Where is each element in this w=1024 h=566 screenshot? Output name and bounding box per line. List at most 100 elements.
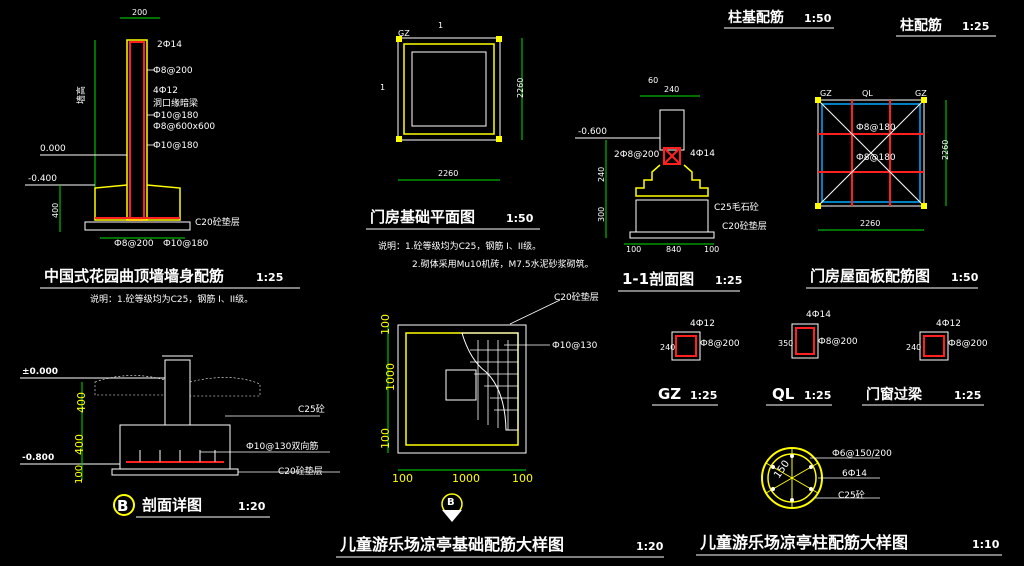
pav-dim-h-100b: 100 [512,472,533,485]
sec-rebar-1: 2Ф8@200 [614,150,660,160]
ql-title: QL [772,385,795,403]
roof-gz-2: GZ [915,89,927,98]
detail-level-0: ±0.000 [22,367,58,377]
sec-c25-label: C25毛石砼 [714,201,759,213]
ql-stirrup: Ф8@200 [818,337,858,347]
detail-dim-400b: 400 [73,434,86,455]
dim-200: 200 [132,8,147,17]
pav-dim-v-1000: 1000 [384,363,397,391]
wall-rebar-6: Ф10@180 [153,141,199,151]
detail-c25: C25砼 [298,403,325,415]
pav-b-marker: B [447,497,455,508]
wall-rebar-5: Ф8@600x600 [153,122,215,132]
detail-dim-100: 100 [74,465,85,484]
lintel-scale: 1:25 [954,389,981,402]
gate-cut-1-top: 1 [438,21,443,30]
sec-dim-840: 840 [666,245,681,254]
detail-dim-400: 400 [75,392,88,413]
gate-dim-horizontal: 2260 [438,169,458,178]
pcol-main-rebar: 6Ф14 [842,469,867,479]
pav-dim-h-100: 100 [392,472,413,485]
sec-level: -0.600 [578,127,607,137]
roof-dim-h: 2260 [860,219,880,228]
sec-dim-240-v: 240 [597,167,606,182]
section-title: 1-1剖面图 [622,270,694,288]
sec-dim-240: 240 [664,85,679,94]
sec-dim-100b: 100 [704,245,719,254]
wall-height-label: 墙高 [75,86,87,104]
lintel-rebar: 4Ф12 [936,319,961,329]
roof-dim-v: 2260 [941,140,950,160]
pavilion-foundation-drawing: C20砼垫层 Ф10@130 100 1000 100 100 1000 100… [336,291,664,558]
sec-dim-300-v: 300 [597,207,606,222]
detail-rebar: Ф10@130双向筋 [246,440,318,452]
gate-foundation-plan: GZ 1 1 2260 2260 门房基础平面图 1:50 说明：1.砼等级均为… [366,21,594,270]
gate-gz-label: GZ [398,29,410,38]
gz-title: GZ [658,385,681,403]
beam-sections: 4Ф12 Ф8@200 240 GZ 1:25 4Ф14 Ф8@200 350 … [652,310,988,406]
sec-rebar-2: 4Ф14 [690,149,715,159]
wall-opening-label: 洞口缘暗梁 [153,97,198,109]
ql-dim: 350 [778,339,793,348]
wall-level-0: 0.000 [40,144,66,154]
gz-dim: 240 [660,343,675,352]
sec-dim-100: 100 [626,245,641,254]
section-title-scale: 1:25 [715,274,742,287]
wall-dim-400: 400 [51,203,60,218]
wall-rebar-3: 4Ф12 [153,86,178,96]
lintel-title: 门窗过梁 [866,386,923,403]
gz-scale: 1:25 [690,389,717,402]
wall-rebar-2: Ф8@200 [153,66,193,76]
gate-note-2: 2.砌体采用Mu10机砖，M7.5水泥砂浆砌筑。 [412,258,594,270]
roof-rebar-1: Ф8@180 [856,123,896,133]
lintel-stirrup: Ф8@200 [948,339,988,349]
detail-b-scale: 1:20 [238,500,266,513]
gate-plan-title: 门房基础平面图 [370,208,475,226]
detail-b-marker: B [117,497,128,515]
gz-stirrup: Ф8@200 [700,339,740,349]
pav-col-scale: 1:10 [972,538,1000,551]
pav-dim-h-1000: 1000 [452,472,480,485]
wall-title: 中国式花园曲顶墙墙身配筋 [44,267,224,285]
pav-dim-v-100: 100 [379,314,392,335]
wall-bottom-rebar-1: Ф8@200 [114,239,154,249]
roof-title: 门房屋面板配筋图 [810,267,930,285]
detail-b-title: 剖面详图 [142,496,202,514]
wall-level-1: -0.400 [28,174,57,184]
pav-found-scale: 1:20 [636,540,664,553]
roof-rebar-2: Ф8@180 [856,153,896,163]
detail-c20: C20砼垫层 [278,465,323,477]
ql-scale: 1:25 [804,389,831,402]
wall-note: 说明：1.砼等级均为C25，钢筋 I、II级。 [90,293,253,305]
col-rebar-scale: 1:25 [962,20,989,33]
wall-rebar-1: 2Ф14 [157,40,182,50]
wall-rebar-drawing: 200 墙高 2Ф14 Ф8@200 4Ф12 洞口缘暗梁 Ф10@180 Ф8… [25,8,300,305]
wall-title-scale: 1:25 [256,271,283,284]
roof-gz-1: GZ [820,89,832,98]
gz-rebar: 4Ф12 [690,319,715,329]
wall-bottom-rebar-2: Ф10@180 [163,239,209,249]
gate-cut-1-left: 1 [380,83,385,92]
ql-rebar: 4Ф14 [806,310,831,320]
sec-c20-label: C20砼垫层 [722,220,767,232]
col-base-title: 柱基配筋 [728,9,784,26]
lintel-dim: 240 [906,343,921,352]
col-rebar-title: 柱配筋 [900,17,942,34]
col-base-scale: 1:50 [804,12,832,25]
wall-c20-label: C20砼垫层 [195,216,240,228]
pcol-c25: C25砼 [838,489,865,501]
wall-rebar-4: Ф10@180 [153,111,199,121]
pavilion-column-drawing: 150 Ф6@150/200 6Ф14 C25砼 儿童游乐场凉亭柱配筋大样图 1… [696,447,1002,556]
roof-title-scale: 1:50 [951,271,979,284]
sec-dim-60: 60 [648,76,658,85]
pav-found-title: 儿童游乐场凉亭基础配筋大样图 [339,535,564,554]
pcol-stirrup: Ф6@150/200 [832,449,892,459]
gate-dim-vertical: 2260 [516,78,525,98]
pav-c20-label: C20砼垫层 [554,291,599,303]
pav-col-title: 儿童游乐场凉亭柱配筋大样图 [699,533,908,552]
roof-slab-drawing: 柱基配筋 1:50 柱配筋 1:25 GZ QL GZ Ф8@180 Ф8@18… [724,9,996,289]
detail-level-1: -0.800 [22,453,54,463]
section-1-1-drawing: 60 240 2Ф8@200 4Ф14 -0.600 240 300 C25毛石… [575,76,767,292]
roof-ql-1: QL [862,89,873,98]
